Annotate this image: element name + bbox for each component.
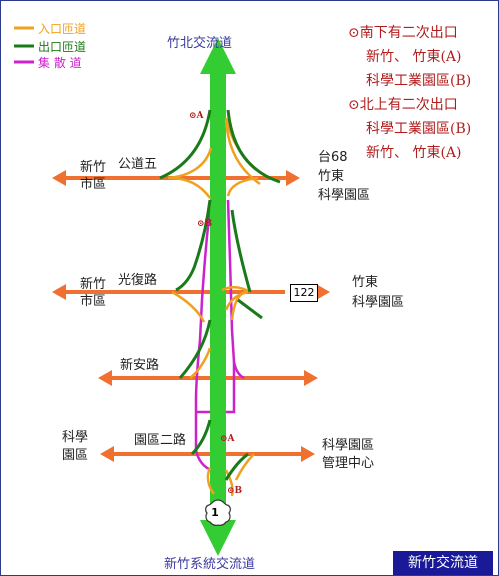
r1-name: 公道五 [118,157,158,172]
marker-a-top: ⊙A [189,111,204,121]
marker-b-bottom: ⊙B [227,486,243,496]
r1-right-a: 台68 [318,150,348,165]
r4-name: 園區二路 [134,433,187,448]
route-122-sign: 122 [290,284,318,302]
note-north-title: ⊙北上有二次出口 [348,97,458,113]
r3-name: 新安路 [120,358,160,373]
legend-entry-label: 入口匝道 [38,22,87,36]
legend-collector-label: 集 散 道 [38,56,82,70]
note-south-title: ⊙南下有二次出口 [348,25,458,41]
r1-left-b: 市區 [80,177,107,192]
interchange-title-badge: 新竹交流道 [393,551,493,575]
r4-right-a: 科學園區 [322,438,375,453]
marker-b-mid: ⊙B [197,219,213,229]
r4-left-a: 科學 [62,430,89,445]
south-interchange-label: 新竹系統交流道 [164,557,256,572]
marker-a-low: ⊙A [220,434,235,444]
crossroad-yuanqu2 [100,446,315,462]
r4-left-b: 園區 [62,448,89,463]
r1-right-c: 科學園區 [318,188,371,203]
r1-left-a: 新竹 [80,160,107,175]
note-north-1: 科學工業園區(B) [366,121,472,137]
freeway-1 [200,38,236,556]
freeway-shield-number: 1 [211,506,219,519]
note-south-2: 科學工業園區(B) [366,73,472,89]
r4-right-b: 管理中心 [322,456,375,471]
r2-name: 光復路 [118,273,158,288]
note-north-2: 新竹、 竹東(A) [366,145,462,161]
north-interchange-label: 竹北交流道 [167,36,233,51]
r2-right-b: 科學園區 [352,295,405,310]
freeway-shield-icon [205,499,231,526]
exit-ramps [159,109,281,481]
r2-left-b: 市區 [80,294,107,309]
crossroad-xinan [98,370,318,386]
r1-right-b: 竹東 [318,169,345,184]
r2-right-a: 竹東 [352,275,379,290]
r2-left-a: 新竹 [80,277,107,292]
note-south-1: 新竹、 竹東(A) [366,49,462,65]
legend-exit-label: 出口匝道 [38,40,87,54]
